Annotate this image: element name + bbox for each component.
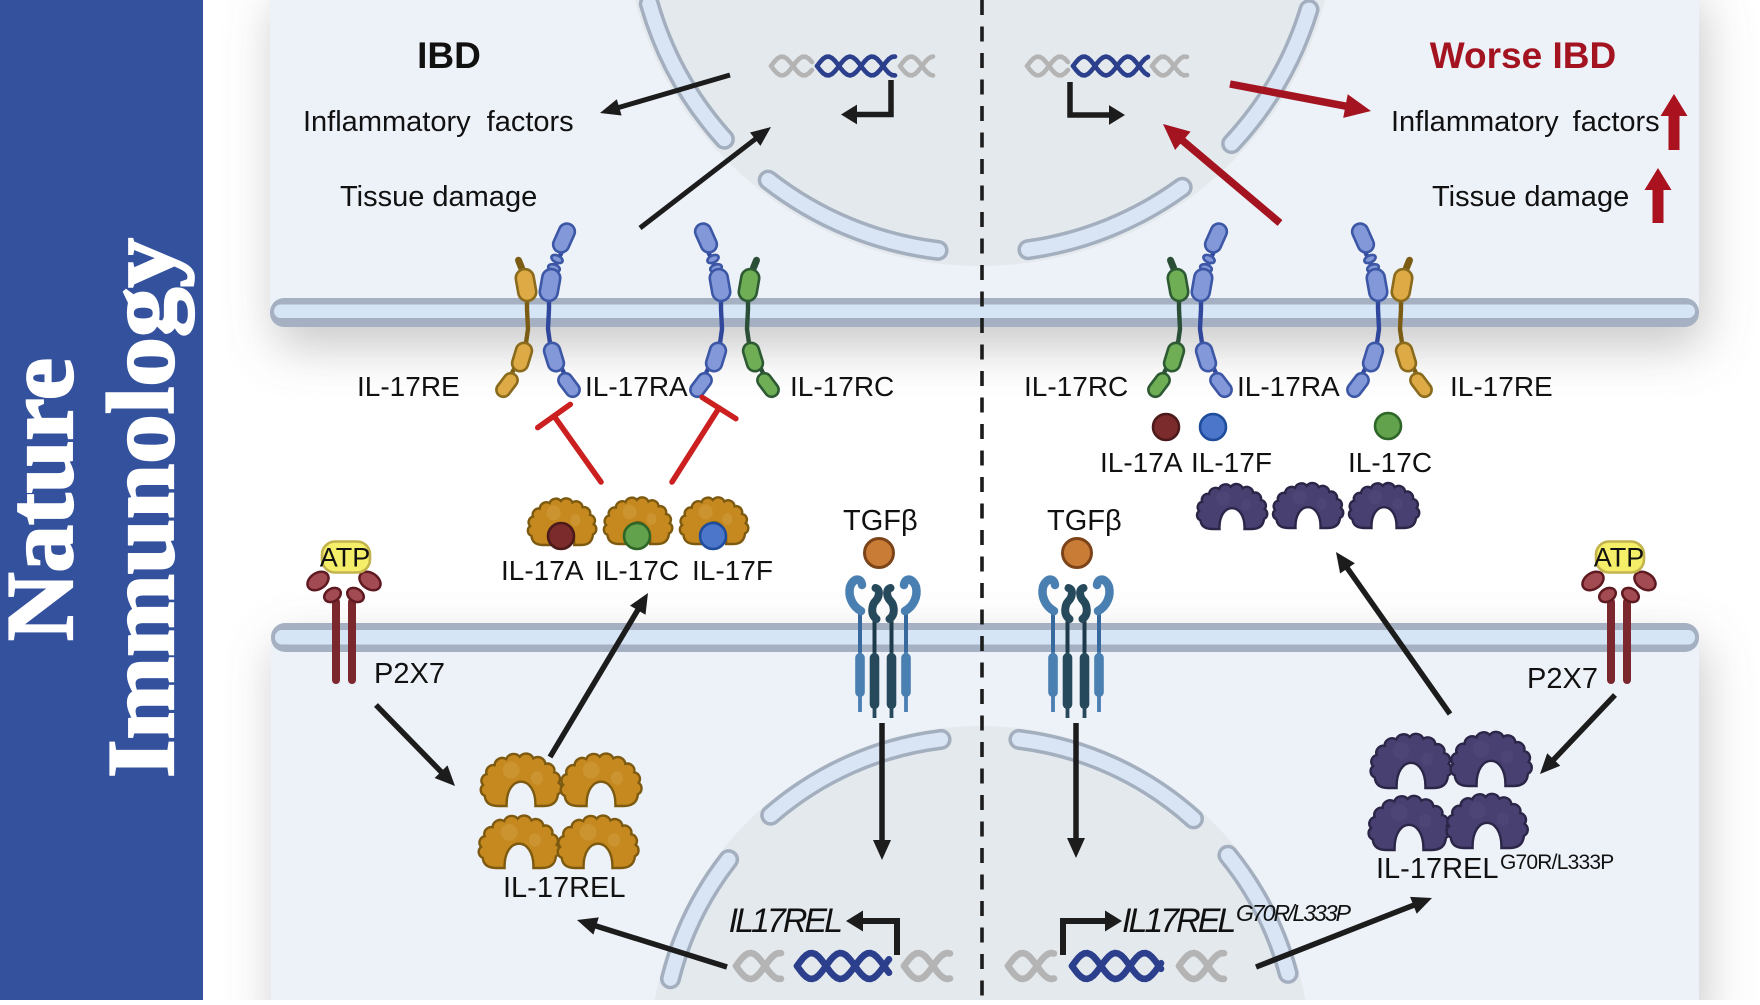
svg-text:IL-17C: IL-17C	[1348, 447, 1432, 478]
svg-text:Inflammatory factors: Inflammatory factors	[1391, 106, 1660, 138]
svg-text:Worse IBD: Worse IBD	[1430, 35, 1616, 76]
svg-text:Nature: Nature	[0, 358, 93, 641]
svg-text:G70R/L333P: G70R/L333P	[1236, 900, 1352, 926]
svg-text:IL-17A: IL-17A	[501, 555, 584, 586]
svg-text:ATP: ATP	[1594, 543, 1645, 573]
svg-text:ATP: ATP	[320, 543, 371, 573]
svg-text:Immunology: Immunology	[88, 238, 194, 778]
svg-text:G70R/L333P: G70R/L333P	[1500, 851, 1613, 874]
svg-text:IL-17RC: IL-17RC	[790, 371, 894, 402]
svg-text:IL-17RA: IL-17RA	[585, 371, 688, 402]
svg-text:IL-17RE: IL-17RE	[1450, 371, 1553, 402]
svg-text:IL-17F: IL-17F	[692, 555, 773, 586]
svg-text:IL-17C: IL-17C	[595, 555, 679, 586]
svg-text:IL-17A: IL-17A	[1100, 447, 1183, 478]
svg-text:IL-17REL: IL-17REL	[503, 872, 626, 904]
svg-text:TGFβ: TGFβ	[843, 505, 918, 537]
svg-text:Tissue damage: Tissue damage	[1432, 181, 1629, 213]
svg-text:IBD: IBD	[417, 35, 481, 76]
svg-text:IL-17REL: IL-17REL	[1376, 853, 1499, 885]
svg-text:IL17REL: IL17REL	[729, 902, 841, 940]
svg-text:Tissue damage: Tissue damage	[340, 181, 537, 213]
svg-text:TGFβ: TGFβ	[1047, 505, 1122, 537]
svg-text:IL17REL: IL17REL	[1122, 902, 1234, 940]
svg-text:IL-17RA: IL-17RA	[1237, 371, 1340, 402]
svg-text:IL-17RC: IL-17RC	[1024, 371, 1128, 402]
svg-text:Inflammatory factors: Inflammatory factors	[303, 106, 574, 138]
svg-text:IL-17RE: IL-17RE	[357, 371, 460, 402]
svg-text:IL-17F: IL-17F	[1191, 447, 1272, 478]
svg-text:P2X7: P2X7	[374, 658, 445, 690]
svg-text:P2X7: P2X7	[1527, 663, 1598, 695]
